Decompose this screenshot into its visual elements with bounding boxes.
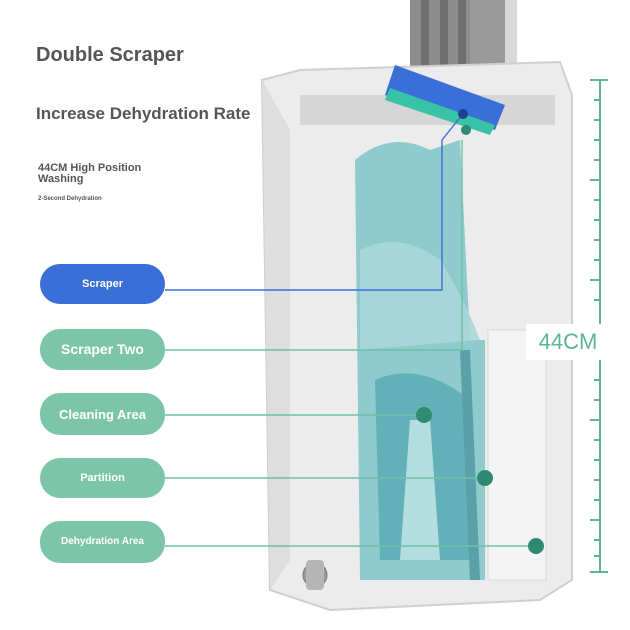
label-scraper: Scraper: [40, 264, 165, 304]
leader-lines: [165, 109, 544, 554]
feature-heading: Increase Dehydration Rate: [36, 104, 251, 123]
drain-plug: [302, 560, 328, 590]
label-partition: Partition: [40, 458, 165, 498]
dehydration-heading: 2-Second Dehydration: [38, 196, 102, 202]
label-cleaning-area: Cleaning Area: [40, 393, 165, 435]
washing-heading: 44CM High Position Washing: [38, 162, 142, 185]
label-dehydration-area: Dehydration Area: [40, 521, 165, 563]
water: [355, 140, 485, 580]
title-heading: Double Scraper: [36, 44, 184, 66]
height-label: 44CM: [526, 324, 610, 360]
label-scraper-two: Scraper Two: [40, 329, 165, 370]
scraper: [385, 65, 505, 135]
